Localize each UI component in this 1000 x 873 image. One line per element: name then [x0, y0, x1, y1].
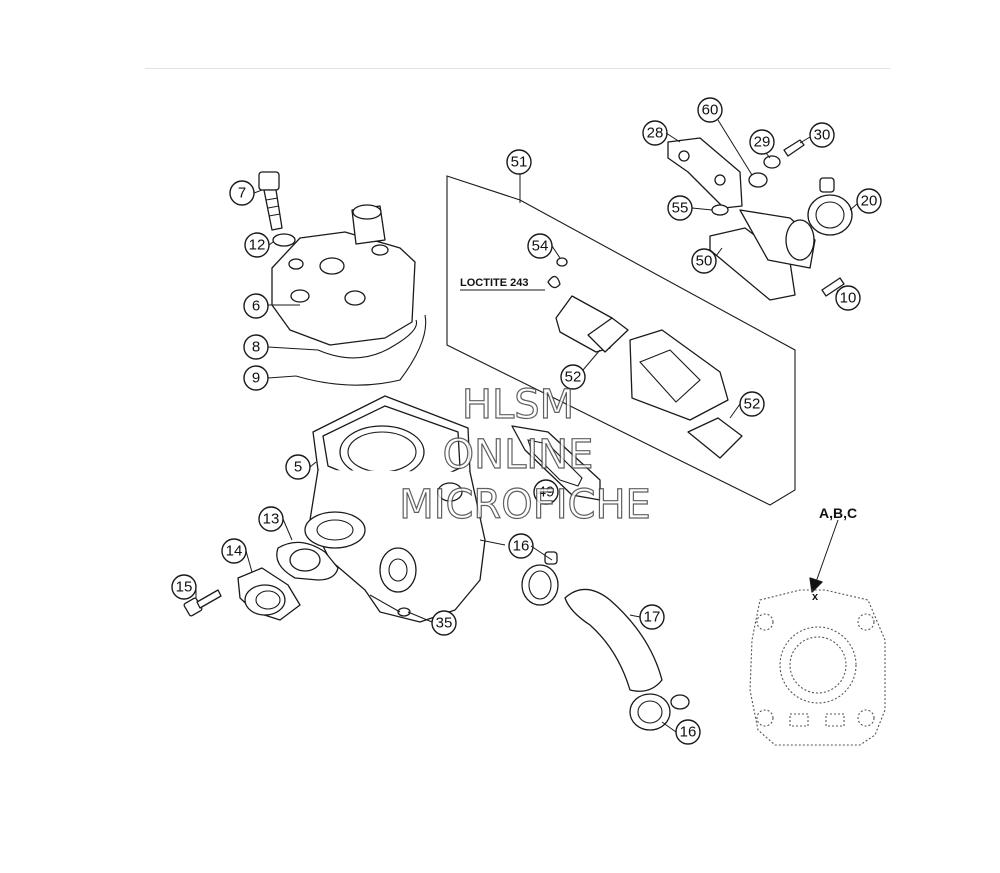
- loctite-note: LOCTITE 243: [460, 277, 528, 289]
- callout-9[interactable]: 9: [243, 365, 269, 391]
- callout-5[interactable]: 5: [285, 454, 311, 480]
- svg-text:13: 13: [263, 511, 280, 528]
- callout-49[interactable]: 49: [533, 479, 559, 505]
- cylinder-pin-35[interactable]: [369, 594, 401, 613]
- svg-text:HLSM: HLSM: [462, 382, 574, 428]
- callout-13[interactable]: 13: [258, 506, 284, 532]
- reed-petal-52a[interactable]: [555, 295, 629, 353]
- variant-mark: x: [812, 591, 819, 603]
- hose-clamp-20[interactable]: [807, 177, 853, 236]
- reed-block[interactable]: [629, 329, 729, 421]
- svg-text:ONLINE: ONLINE: [443, 432, 594, 478]
- svg-text:17: 17: [644, 609, 661, 626]
- svg-text:8: 8: [252, 339, 260, 356]
- callout-7[interactable]: 7: [229, 180, 255, 206]
- svg-text:20: 20: [861, 193, 878, 210]
- callout-29[interactable]: 29: [749, 129, 775, 155]
- exhaust-flange[interactable]: [237, 567, 301, 621]
- svg-text:52: 52: [744, 396, 761, 413]
- spacer-29[interactable]: [763, 155, 781, 169]
- cylinder-head[interactable]: [267, 204, 416, 346]
- callout-16b[interactable]: 16: [675, 719, 701, 745]
- hose-clamp-16b[interactable]: [629, 693, 690, 731]
- washer-55[interactable]: [711, 204, 729, 216]
- washer-60[interactable]: [748, 172, 768, 188]
- head-bolt[interactable]: [258, 171, 283, 231]
- callout-54[interactable]: 54: [527, 233, 553, 259]
- svg-text:16: 16: [680, 724, 697, 741]
- flange-bolt[interactable]: [183, 589, 222, 617]
- variant-inset: x: [749, 519, 886, 746]
- svg-text:49: 49: [538, 484, 555, 501]
- callout-14[interactable]: 14: [221, 538, 247, 564]
- svg-text:16: 16: [513, 538, 530, 555]
- callout-28[interactable]: 28: [642, 120, 668, 146]
- watermark: HLSM ONLINE MICROFICHE: [399, 381, 652, 528]
- reed-gasket-49[interactable]: [511, 425, 601, 501]
- callout-6[interactable]: 6: [243, 293, 269, 319]
- exhaust-gasket[interactable]: [276, 541, 339, 581]
- svg-text:51: 51: [511, 154, 528, 171]
- callout-12[interactable]: 12: [244, 232, 270, 258]
- svg-text:52: 52: [565, 369, 582, 386]
- cylinder[interactable]: [304, 395, 486, 623]
- svg-text:60: 60: [702, 102, 719, 119]
- callout-15[interactable]: 15: [171, 574, 197, 600]
- reed-petal-52b[interactable]: [687, 417, 743, 459]
- callout-60[interactable]: 60: [697, 97, 723, 123]
- callout-10[interactable]: 10: [835, 285, 861, 311]
- top-divider: [145, 68, 890, 69]
- washer-12[interactable]: [272, 233, 296, 247]
- callout-52a[interactable]: 52: [560, 364, 586, 390]
- svg-text:50: 50: [696, 253, 713, 270]
- svg-text:54: 54: [532, 238, 549, 255]
- svg-text:9: 9: [252, 370, 260, 387]
- intake-bracket-28[interactable]: [667, 137, 743, 209]
- callout-16a[interactable]: 16: [508, 533, 534, 559]
- svg-text:10: 10: [840, 290, 857, 307]
- svg-text:35: 35: [436, 615, 453, 632]
- svg-text:12: 12: [249, 237, 266, 254]
- svg-text:6: 6: [252, 298, 260, 315]
- svg-text:MICROFICHE: MICROFICHE: [399, 482, 651, 528]
- callout-55[interactable]: 55: [667, 195, 693, 221]
- callout-51[interactable]: 51: [506, 149, 532, 175]
- o-ring-9[interactable]: [295, 314, 427, 386]
- bolt-30[interactable]: [783, 139, 805, 157]
- callout-52b[interactable]: 52: [739, 391, 765, 417]
- svg-text:29: 29: [754, 134, 771, 151]
- svg-text:30: 30: [814, 127, 831, 144]
- hose-clamp-16a[interactable]: [521, 551, 559, 606]
- svg-text:55: 55: [672, 200, 689, 217]
- svg-text:28: 28: [647, 125, 664, 142]
- variant-label: A,B,C: [819, 505, 857, 521]
- callout-50[interactable]: 50: [691, 248, 717, 274]
- intake-manifold-50[interactable]: [709, 209, 816, 301]
- o-ring-8[interactable]: [317, 319, 418, 359]
- svg-text:14: 14: [226, 543, 243, 560]
- screw-54[interactable]: [547, 257, 568, 289]
- svg-text:7: 7: [238, 185, 246, 202]
- callout-8[interactable]: 8: [243, 334, 269, 360]
- callout-20[interactable]: 20: [856, 188, 882, 214]
- callout-17[interactable]: 17: [639, 604, 665, 630]
- callout-30[interactable]: 30: [809, 122, 835, 148]
- svg-text:15: 15: [176, 579, 193, 596]
- svg-text:5: 5: [294, 459, 302, 476]
- callout-35[interactable]: 35: [431, 610, 457, 636]
- hose-17[interactable]: [564, 588, 663, 692]
- bolt-10[interactable]: [821, 277, 845, 297]
